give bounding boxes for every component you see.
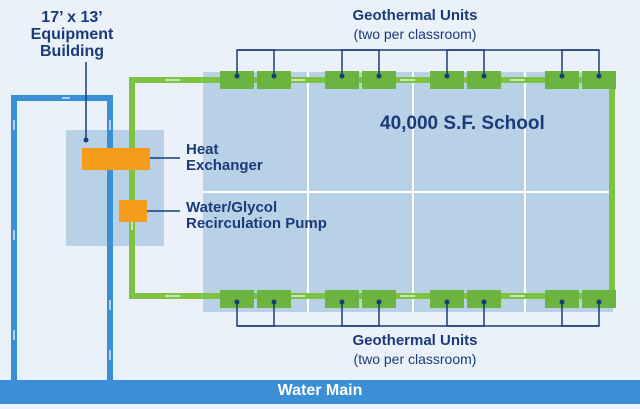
geothermal-unit [325, 290, 359, 308]
geothermal-unit [220, 71, 254, 89]
bottom-unit-connector-dots [234, 299, 602, 305]
top-unit-connector-dots [234, 73, 602, 79]
classroom-grid [203, 72, 613, 312]
bottom-units-subtitle: (two per classroom) [353, 351, 477, 367]
heat-exchanger-label: Heat Exchanger [186, 141, 263, 174]
geothermal-unit [220, 290, 254, 308]
pump-label: Water/Glycol Recirculation Pump [186, 199, 327, 232]
geothermal-unit [257, 290, 291, 308]
geothermal-unit [582, 71, 616, 89]
water-main [0, 380, 640, 404]
geothermal-unit [545, 71, 579, 89]
equipment-building-label: 17’ x 13’ Equipment Building [30, 9, 114, 60]
geothermal-unit [257, 71, 291, 89]
bottom-unit-connectors [236, 302, 600, 327]
geothermal-unit [467, 71, 501, 89]
geothermal-unit [430, 71, 464, 89]
equipment-building [66, 130, 164, 246]
geothermal-unit [325, 71, 359, 89]
geothermal-unit [362, 290, 396, 308]
school-label: 40,000 S.F. School [380, 113, 545, 134]
top-units-title: Geothermal Units [352, 7, 478, 24]
bottom-geothermal-units [220, 290, 616, 308]
water-pipe-flow-arrows [13, 97, 111, 360]
leader-lines [85, 62, 180, 212]
geothermal-unit [582, 290, 616, 308]
geothermal-unit [430, 290, 464, 308]
top-geothermal-units [220, 71, 616, 89]
geothermal-unit [467, 290, 501, 308]
geothermal-unit [362, 71, 396, 89]
top-units-subtitle: (two per classroom) [353, 26, 477, 42]
geothermal-unit [545, 290, 579, 308]
building-leader-dot [83, 137, 89, 143]
bottom-units-title: Geothermal Units [352, 332, 478, 349]
water-main-label: Water Main [277, 382, 363, 399]
green-loop-flow-arrows [131, 79, 525, 297]
top-unit-connectors [236, 49, 600, 76]
recirculation-pump [119, 200, 147, 222]
heat-exchanger [82, 148, 150, 170]
